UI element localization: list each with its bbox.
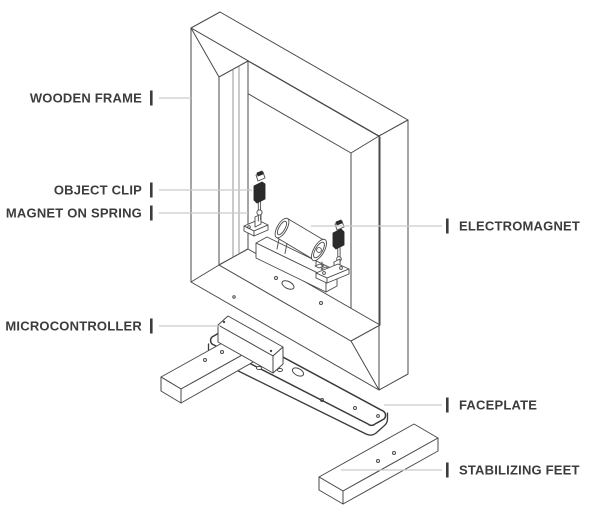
tick-microcontroller bbox=[150, 318, 153, 334]
tick-electromagnet bbox=[446, 218, 449, 234]
spring-bracket-side bbox=[327, 269, 349, 283]
sill-hole-dot bbox=[320, 302, 323, 305]
microcontroller-end bbox=[273, 347, 283, 373]
coil-body bbox=[277, 219, 325, 260]
sill-hole-oval bbox=[281, 279, 296, 291]
coil-mounts bbox=[277, 239, 287, 254]
microcontroller-foot-bump bbox=[257, 366, 262, 369]
faceplate-hole bbox=[321, 399, 324, 402]
magnet-block bbox=[333, 229, 344, 249]
frame-miter-lines bbox=[191, 28, 379, 390]
magnet-block bbox=[254, 182, 265, 203]
spring-bracket-side bbox=[254, 225, 268, 236]
magnet-on-spring-right-drawing bbox=[316, 220, 349, 283]
frame-inner-left-wall bbox=[219, 61, 248, 265]
tick-magnet-on-spring bbox=[150, 205, 153, 221]
label-wooden-frame: WOODEN FRAME bbox=[29, 90, 142, 106]
bracket-hole bbox=[323, 272, 326, 275]
label-electromagnet: ELECTROMAGNET bbox=[459, 218, 581, 234]
label-ticks bbox=[150, 90, 449, 478]
foot-hole bbox=[377, 460, 380, 463]
leader-lines bbox=[159, 98, 442, 470]
microcontroller-drawing bbox=[218, 316, 283, 373]
wooden-frame-drawing bbox=[191, 12, 408, 390]
label-stabilizing-feet: STABILIZING FEET bbox=[459, 462, 580, 478]
bracket-hole bbox=[340, 267, 343, 270]
foot-hole bbox=[393, 452, 396, 455]
microcontroller-foot-bump bbox=[278, 368, 283, 371]
label-microcontroller: MICROCONTROLLER bbox=[5, 318, 142, 334]
foot-hole bbox=[204, 359, 207, 362]
stabilizing-foot-right-drawing bbox=[319, 424, 438, 504]
frame-inner-back-edges bbox=[248, 61, 380, 325]
faceplate-hole bbox=[377, 415, 380, 418]
microcontroller-screw bbox=[222, 320, 226, 324]
frame-right-face bbox=[379, 120, 408, 390]
label-object-clip: OBJECT CLIP bbox=[53, 182, 142, 198]
magnet-on-spring-left-drawing bbox=[244, 171, 268, 236]
coil-left-rim bbox=[276, 220, 289, 236]
object-clip-tip bbox=[257, 171, 263, 176]
label-faceplate: FACEPLATE bbox=[459, 397, 538, 413]
front-rail-hole bbox=[233, 296, 235, 298]
sill-hole-small bbox=[275, 277, 278, 280]
electromagnet-drawing bbox=[256, 216, 337, 292]
object-clip-tip bbox=[336, 220, 342, 225]
coil-core bbox=[317, 248, 322, 253]
bracket-hole bbox=[248, 226, 251, 229]
faceplate-hole bbox=[354, 407, 357, 410]
faceplate-hole-oval bbox=[291, 366, 305, 378]
microcontroller-screw bbox=[269, 349, 273, 353]
tick-object-clip bbox=[150, 182, 153, 198]
coil-right-rim bbox=[311, 241, 326, 260]
tick-faceplate bbox=[446, 397, 449, 413]
foot-front bbox=[343, 438, 438, 504]
frame-depth-lines bbox=[233, 66, 239, 257]
spring-ring bbox=[257, 210, 262, 215]
tick-stabilizing-feet bbox=[446, 462, 449, 478]
coil-left-cap bbox=[272, 216, 291, 240]
label-magnet-on-spring: MAGNET ON SPRING bbox=[5, 205, 142, 221]
foot-hole bbox=[221, 351, 224, 354]
tick-wooden-frame bbox=[150, 90, 153, 106]
